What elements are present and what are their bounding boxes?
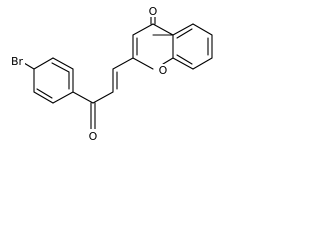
bond-c8a-o1 [162, 57, 174, 65]
bond-benzo-5 [172, 57, 194, 70]
bromine-label: Br [11, 55, 24, 68]
bond-c-br [23, 62, 35, 70]
bond-c4-c4a-side [152, 23, 174, 36]
bond-c3-vinyl [112, 57, 134, 70]
bond-vinyl-carbonyl [92, 91, 114, 104]
bond-benzo-1 [172, 23, 194, 36]
bond-c3-c4 [132, 23, 154, 36]
bond-aryl-4 [33, 57, 54, 70]
ring-oxygen-bg [157, 64, 169, 76]
ketone-oxygen-bottom-label: O [89, 130, 98, 143]
bond-benzo-2 [192, 23, 213, 36]
bond-aryl-inner-2 [51, 62, 70, 73]
bond-aryl-1 [52, 91, 74, 104]
ketone-oxygen-top-label: O [149, 5, 158, 18]
bond-carbonyl-aryl [72, 91, 94, 104]
bond-benzo-4 [192, 57, 213, 70]
ketone-oxygen-top-bg [147, 5, 159, 17]
bond-aryl-2 [33, 91, 54, 104]
molecule-diagram: O O O Br [9, 5, 213, 143]
bromine-bg [9, 55, 25, 68]
bond-aryl-5 [52, 57, 74, 70]
bond-benzo-inner-3 [176, 54, 193, 65]
bond-o1-c2 [132, 57, 154, 70]
bond-aryl-inner-1 [36, 88, 53, 99]
bond-benzo-inner-1 [176, 28, 193, 39]
structure-canvas: O O O Br [9, 5, 213, 143]
ketone-oxygen-bottom-bg [87, 129, 99, 142]
ring-oxygen-label: O [159, 64, 168, 77]
